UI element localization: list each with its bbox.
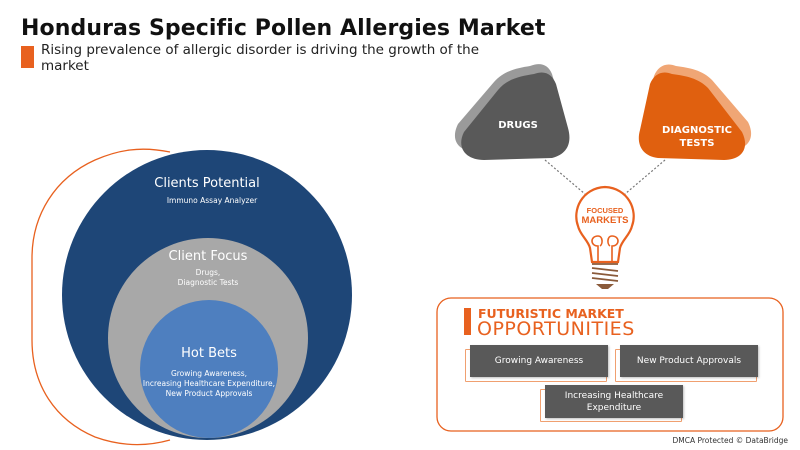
orange-outline-arc <box>31 148 171 446</box>
segment-diagnostic-label-2: TESTS <box>679 138 715 149</box>
opportunities-frame <box>436 297 784 432</box>
bulb-filament <box>591 235 619 262</box>
drugs-shape <box>461 72 570 160</box>
opp-card-increasing-healthcare: Increasing Healthcare Expenditure <box>545 385 683 418</box>
middle-ring-items-1: Drugs, <box>195 268 221 277</box>
inner-ring <box>140 300 278 438</box>
diagnostic-shape <box>638 72 746 160</box>
opportunities-title-2: OPPORTUNITIES <box>477 318 635 340</box>
inner-ring-items-3: New Product Approvals <box>165 389 253 398</box>
inner-ring-title: Hot Bets <box>181 346 237 361</box>
connector-diagnostic <box>624 159 666 195</box>
segment-drugs-label: DRUGS <box>498 120 538 131</box>
page-subtitle: Rising prevalence of allergic disorder i… <box>41 42 479 74</box>
inner-ring-items-2: Increasing Healthcare Expenditure, <box>142 379 276 388</box>
bulb-glass <box>575 185 635 264</box>
opp-card-3-label-1: Increasing Healthcare <box>564 390 664 401</box>
bulb-label-1: FOCUSED <box>586 206 624 215</box>
inner-ring-items-1: Growing Awareness, <box>170 369 248 378</box>
connector-drugs <box>544 159 586 195</box>
bulb-base <box>591 263 619 289</box>
opp-card-2-label: New Product Approvals <box>636 356 742 366</box>
opportunities-title-1: FUTURISTIC MARKET <box>478 306 624 321</box>
page-title: Honduras Specific Pollen Allergies Marke… <box>21 16 546 41</box>
opp-card-growing-awareness: Growing Awareness <box>470 345 608 377</box>
opp-card-3-label-2: Expenditure <box>586 402 642 413</box>
opp-card-1-label: Growing Awareness <box>494 356 584 366</box>
outer-ring-items: Immuno Assay Analyzer <box>166 196 258 205</box>
opp-card-new-product-approvals: New Product Approvals <box>620 345 758 377</box>
opportunities-accent-bar <box>464 308 471 335</box>
subtitle-accent-bar <box>21 46 34 68</box>
dmca-credit: DMCA Protected © DataBridge <box>672 436 788 445</box>
middle-ring-items-2: Diagnostic Tests <box>177 278 239 287</box>
bulb-label-2: MARKETS <box>581 215 629 226</box>
middle-ring-title: Client Focus <box>168 249 248 264</box>
outer-ring-title: Clients Potential <box>154 176 260 191</box>
segment-diagnostic-label-1: DIAGNOSTIC <box>662 125 732 136</box>
